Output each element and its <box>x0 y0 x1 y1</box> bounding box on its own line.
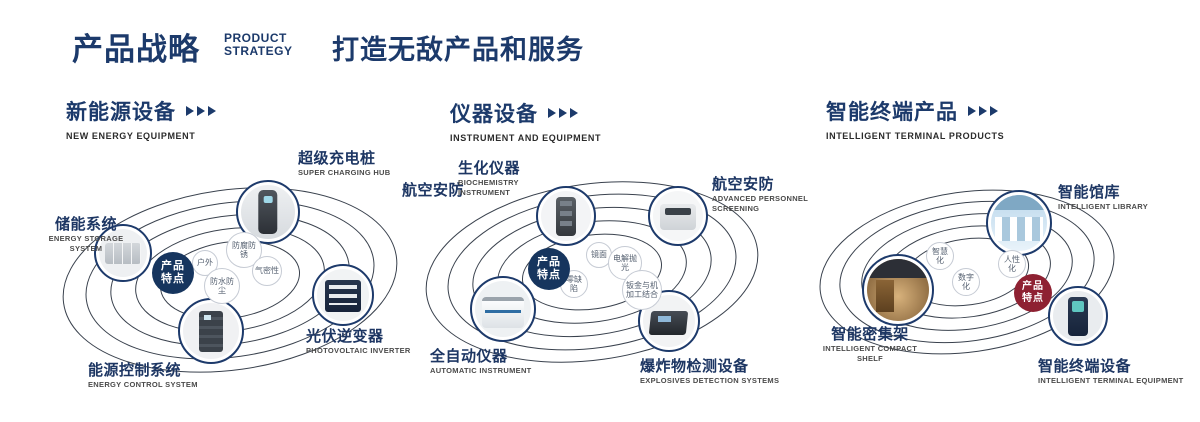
label-aviation-security-left: 航空安防 <box>402 182 482 200</box>
feature-bubble: 智慧化 <box>926 242 954 270</box>
node-subtitle: INTELLIGENT LIBRARY <box>1058 202 1149 212</box>
node-title: 全自动仪器 <box>430 348 508 365</box>
badge-line: 产品 <box>1022 281 1044 292</box>
node-subtitle: ENERGY STORAGE SYSTEM <box>48 234 124 253</box>
inverter-cabinet-photo <box>317 269 369 321</box>
badge-line: 产品 <box>537 255 561 268</box>
node-title: 光伏逆变器 <box>306 328 384 345</box>
node-intelligent-library <box>986 190 1052 256</box>
feature-bubble: 防水防尘 <box>204 268 240 304</box>
triple-chevron-icon <box>968 106 1001 116</box>
control-cabinet-photo <box>183 303 239 359</box>
page-title-english-line2: STRATEGY <box>224 44 293 59</box>
triple-chevron-icon <box>548 108 581 118</box>
page-title-english-line1: PRODUCT <box>224 31 287 45</box>
feature-bubble: 人性化 <box>998 250 1026 278</box>
node-biochemistry-instrument <box>536 186 596 246</box>
section-title: 新能源设备 <box>66 101 176 124</box>
node-title: 航空安防 <box>402 182 465 199</box>
label-energy-control-system: 能源控制系统 ENERGY CONTROL SYSTEM <box>88 362 223 390</box>
node-subtitle: AUTOMATIC INSTRUMENT <box>430 366 532 376</box>
node-title: 超级充电桩 <box>298 150 376 167</box>
node-subtitle: INTELLIGENT TERMINAL EQUIPMENT <box>1038 376 1184 386</box>
badge-line: 特点 <box>537 269 561 281</box>
section-subtitle: INSTRUMENT AND EQUIPMENT <box>450 133 602 143</box>
node-subtitle: EXPLOSIVES DETECTION SYSTEMS <box>640 376 780 386</box>
screening-machine-photo <box>653 191 703 241</box>
analyzer-photo <box>475 281 531 337</box>
node-title: 储能系统 <box>54 216 117 233</box>
node-subtitle: BIOCHEMISTRY INSTRUMENT <box>458 178 519 197</box>
label-explosives-detection: 爆炸物检测设备 EXPLOSIVES DETECTION SYSTEMS <box>640 358 795 386</box>
node-intelligent-terminal-equipment <box>1048 286 1108 346</box>
label-intelligent-library: 智能馆库 INTELLIGENT LIBRARY <box>1058 184 1188 212</box>
orbit-group-instruments: 航空安防 生化仪器 BIOCHEMISTRY INSTRUMENT 航空安防 A… <box>400 140 808 415</box>
section-header-instruments: 仪器设备 INSTRUMENT AND EQUIPMENT <box>450 98 601 143</box>
detection-machine-photo <box>643 295 695 347</box>
node-subtitle: ADVANCED PERSONNEL SCREENING <box>712 194 808 213</box>
node-subtitle: SUPER CHARGING HUB <box>298 168 391 178</box>
node-subtitle: INTELLIGENT COMPACT SHELF <box>822 344 918 363</box>
badge-line: 产品 <box>161 259 185 272</box>
charging-pile-photo <box>241 185 295 239</box>
page-title: 产品战略 <box>72 32 200 67</box>
section-title: 智能终端产品 <box>826 101 958 124</box>
node-photovoltaic-inverter <box>312 264 374 326</box>
product-features-badge: 产品 特点 <box>1014 274 1052 312</box>
section-subtitle: INTELLIGENT TERMINAL PRODUCTS <box>826 131 1005 141</box>
library-room-photo <box>991 195 1047 251</box>
section-header-intelligent-terminal: 智能终端产品 INTELLIGENT TERMINAL PRODUCTS <box>826 96 1004 141</box>
triple-chevron-icon <box>186 106 219 116</box>
node-title: 航空安防 <box>712 176 775 193</box>
product-features-badge: 产品 特点 <box>152 252 194 294</box>
product-features-badge: 产品 特点 <box>528 248 570 290</box>
feature-bubble: 钣金与机加工结合 <box>622 270 662 310</box>
node-energy-control-system <box>178 298 244 364</box>
label-personnel-screening: 航空安防 ADVANCED PERSONNEL SCREENING <box>712 176 822 214</box>
node-title: 智能密集架 <box>831 326 909 343</box>
page-title-english: PRODUCT STRATEGY <box>224 31 293 59</box>
feature-bubble: 气密性 <box>252 256 282 286</box>
node-title: 爆炸物检测设备 <box>640 358 749 375</box>
section-subtitle: NEW ENERGY EQUIPMENT <box>66 131 196 141</box>
badge-line: 特点 <box>1022 293 1044 304</box>
terminal-kiosk-photo <box>1053 291 1103 341</box>
feature-bubble: 数字化 <box>952 268 980 296</box>
label-biochemistry-instrument: 生化仪器 BIOCHEMISTRY INSTRUMENT <box>458 160 573 198</box>
orbit-group-intelligent-terminal: 智能馆库 INTELLIGENT LIBRARY 智能密集架 INTELLIGE… <box>810 140 1200 415</box>
node-intelligent-compact-shelf <box>862 254 934 326</box>
label-photovoltaic-inverter: 光伏逆变器 PHOTOVOLTAIC INVERTER <box>306 328 451 356</box>
label-super-charging-hub: 超级充电桩 SUPER CHARGING HUB <box>298 150 428 178</box>
label-intelligent-compact-shelf: 智能密集架 INTELLIGENT COMPACT SHELF <box>810 326 930 364</box>
node-automatic-instrument <box>470 276 536 342</box>
label-energy-storage: 储能系统 ENERGY STORAGE SYSTEM <box>40 216 132 254</box>
orbit-group-new-energy: 超级充电桩 SUPER CHARGING HUB 储能系统 ENERGY STO… <box>40 140 430 415</box>
node-title: 生化仪器 <box>458 160 521 177</box>
instrument-rack-photo <box>541 191 591 241</box>
node-subtitle: ENERGY CONTROL SYSTEM <box>88 380 198 390</box>
node-title: 智能馆库 <box>1058 184 1121 201</box>
storage-cabinet-photo <box>99 229 147 277</box>
node-energy-storage <box>94 224 152 282</box>
slogan: 打造无敌产品和服务 <box>332 35 584 65</box>
node-title: 智能终端设备 <box>1038 358 1132 375</box>
badge-line: 特点 <box>161 273 185 285</box>
label-automatic-instrument: 全自动仪器 AUTOMATIC INSTRUMENT <box>430 348 560 376</box>
compact-shelf-photo <box>867 259 929 321</box>
node-subtitle: PHOTOVOLTAIC INVERTER <box>306 346 411 356</box>
section-title: 仪器设备 <box>450 103 538 126</box>
label-intelligent-terminal-equipment: 智能终端设备 INTELLIGENT TERMINAL EQUIPMENT <box>1038 358 1193 386</box>
node-title: 能源控制系统 <box>88 362 182 379</box>
node-personnel-screening <box>648 186 708 246</box>
section-header-new-energy: 新能源设备 NEW ENERGY EQUIPMENT <box>66 96 219 141</box>
